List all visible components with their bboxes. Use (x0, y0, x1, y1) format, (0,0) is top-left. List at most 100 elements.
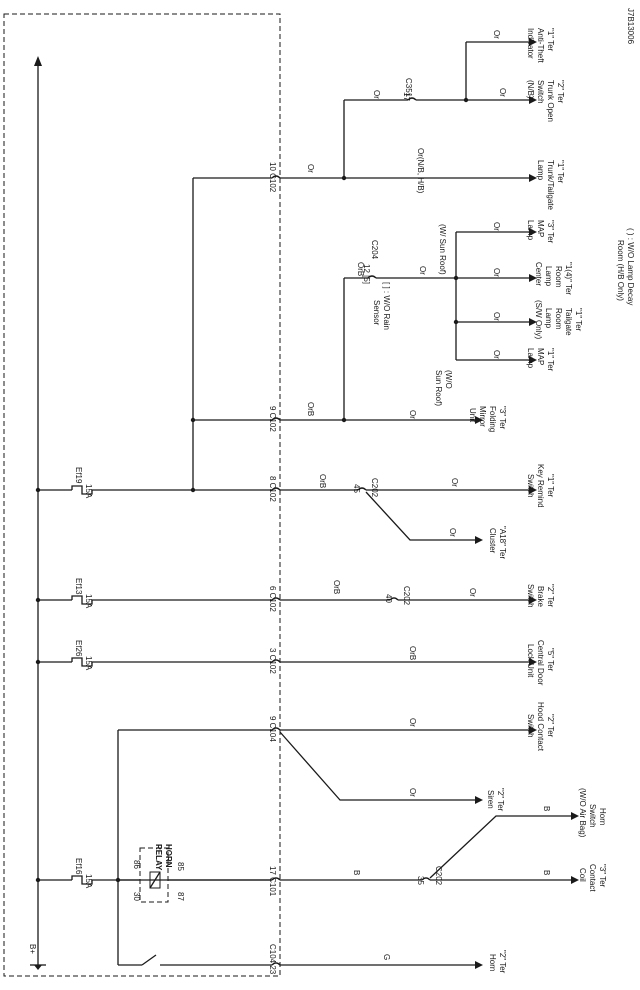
trunk-open-line-4: (N/B) (526, 80, 535, 99)
fuse-ef19: Ef19 15A (35, 467, 272, 499)
svg-text:Indicator: Indicator (526, 28, 535, 59)
svg-text:Lamp: Lamp (526, 220, 535, 241)
map-lamp-3-line-2: MAP (536, 220, 545, 237)
wire-note-wo-sun-roof-1: (W/O (444, 370, 453, 389)
wire-color-or-cluster: Or (448, 528, 457, 537)
svg-text:"1" Ter: "1" Ter (546, 348, 555, 372)
svg-text:Switch: Switch (526, 584, 535, 608)
fuse-ef16-rating: 15A (84, 874, 93, 889)
hood-contact-line-3: Switch (526, 714, 535, 738)
wire-color-or-tailgate-room: Or (492, 312, 501, 321)
fuse-box-outline (3, 13, 281, 977)
svg-text:( ) : W/O Lamp Decay: ( ) : W/O Lamp Decay (626, 228, 635, 305)
tailgate-room-line-3: Room (554, 308, 563, 330)
fuse-ef19-name: Ef19 (74, 467, 83, 484)
svg-text:(N/B): (N/B) (526, 80, 535, 99)
tailgate-room-line-4: Lamp (544, 308, 553, 329)
component-hood-contact-switch: "2" Ter Hood Contact Switch (526, 702, 555, 752)
component-cluster: "A18" Ter Cluster (488, 526, 507, 559)
component-key-remind-switch: "1" Ter Key Remind Switch (526, 464, 555, 508)
relay-pin-85: 85 (176, 862, 185, 871)
folding-mirror-line-4: Unit (468, 408, 477, 423)
wire-color-orb-c102-8: OrB (318, 474, 327, 488)
svg-text:Room: Room (554, 308, 563, 330)
fuse-ef16-name: Ef16 (74, 858, 83, 875)
map-lamp-1-line-2: MAP (536, 348, 545, 365)
connector-c104-23: C104 23 (268, 944, 277, 975)
wire-color-or-key-remind: Or (450, 478, 459, 487)
wire-color-orb-c204-feed: OrB (356, 262, 365, 276)
key-remind-line-2: Key Remind (536, 464, 545, 508)
tailgate-room-line-1: "1" Ter (574, 308, 583, 332)
ef19-feeder (190, 177, 272, 493)
wire-color-orb-c102-6: OrB (332, 580, 341, 594)
cluster-line-1: "A18" Ter (498, 526, 507, 559)
room-lamp-line-2: Room (554, 266, 563, 288)
wire-color-orb-c102-3: OrB (408, 646, 417, 660)
svg-text:Cluster: Cluster (488, 528, 497, 554)
svg-text:[ ] : W/O Rain: [ ] : W/O Rain (382, 282, 391, 330)
component-trunk-open-switch: "2" Ter Trunk Open Switch (N/B) (526, 80, 565, 122)
wire-color-or-siren: Or (408, 788, 417, 797)
svg-text:Room (H/B Only): Room (H/B Only) (616, 240, 625, 301)
svg-text:Lamp: Lamp (536, 160, 545, 181)
svg-text:"2" Ter: "2" Ter (546, 584, 555, 608)
wire-color-or-hood: Or (408, 718, 417, 727)
wire-note-wo-sun-roof-2: Sun Roof) (434, 370, 443, 406)
tailgate-room-line-2: Tailgate (564, 308, 573, 336)
wire-color-or-c102-10: Or (306, 164, 315, 173)
brake-switch-line-2: Brake (536, 586, 545, 607)
svg-text:Siren: Siren (486, 790, 495, 809)
hood-contact-line-1: "2" Ter (546, 714, 555, 738)
folding-mirror-line-3: Mirror (478, 406, 487, 427)
note-lamp-decay-1: ( ) : W/O Lamp Decay (626, 228, 635, 305)
svg-text:"5" Ter: "5" Ter (546, 648, 555, 672)
wire-color-or-room-lamp: Or (492, 268, 501, 277)
connector-c351-pin: 17 (402, 92, 411, 101)
horn-switch-line-1: Horn (598, 808, 607, 825)
circuit-c104-23: C104 23 G (268, 944, 483, 975)
svg-text:(W/O Air Bag): (W/O Air Bag) (578, 788, 587, 838)
connector-c202-45: C202 (370, 478, 379, 498)
component-siren: "2" Ter Siren (486, 788, 505, 812)
wire-color-b-horn-switch: B (542, 806, 551, 811)
map-lamp-3-line-1: "3" Ter (546, 220, 555, 244)
component-anti-theft-indicator: "1" Ter Anti-Theft Indicator (526, 28, 555, 63)
component-map-lamp-1: "1" Ter MAP Lamp (526, 348, 555, 372)
horn-relay-title-2: RELAY (154, 844, 163, 871)
key-remind-line-3: Switch (526, 474, 535, 498)
wire-color-or-folding-mirror: Or (408, 410, 417, 419)
svg-text:Anti-Theft: Anti-Theft (536, 28, 545, 63)
connector-c202-40-pin: 40 (384, 594, 393, 603)
wire-note-w-sun-roof: (W/ Sun Roof) (438, 224, 447, 275)
circuit-c102-8: 8 C102 OrB 45 C202 Or Or (268, 474, 537, 544)
wire-color-orb-c102-9: OrB (306, 402, 315, 416)
svg-text:Switch: Switch (526, 714, 535, 738)
connector-c202-35-pin: 35 (416, 876, 425, 885)
anti-theft-line-3: Indicator (526, 28, 535, 59)
trunk-open-line-3: Switch (536, 80, 545, 104)
component-map-lamp-3: "3" Ter MAP Lamp (526, 220, 555, 244)
trunk-open-line-2: Trunk Open (546, 80, 555, 122)
fuse-ef13: Ef13 15A (35, 578, 272, 609)
fuse-ef13-name: Ef13 (74, 578, 83, 595)
svg-text:Lamp: Lamp (526, 348, 535, 369)
svg-text:HORN: HORN (164, 844, 173, 868)
svg-text:Folding: Folding (488, 406, 497, 432)
svg-text:"2" Ter: "2" Ter (556, 80, 565, 104)
horn-relay-title-1: HORN (164, 844, 173, 868)
svg-text:Mirror: Mirror (478, 406, 487, 427)
note-rain-sensor-2: Sensor (372, 300, 381, 326)
fuse-ef26-rating: 15A (84, 656, 93, 671)
room-lamp-line-1: "1(4)" Ter (564, 262, 573, 295)
horn-switch-line-3: (W/O Air Bag) (578, 788, 587, 838)
contact-coil-line-3: Coil (578, 868, 587, 882)
note-rain-sensor: [ ] : W/O Rain Sensor (372, 282, 391, 330)
note-rain-sensor-1: [ ] : W/O Rain (382, 282, 391, 330)
component-brake-switch: "2" Ter Brake Switch (526, 584, 555, 608)
svg-text:Hood Contact: Hood Contact (536, 702, 545, 752)
note-lamp-decay: ( ) : W/O Lamp Decay Room (H/B Only) (616, 228, 635, 305)
svg-text:Horn: Horn (488, 954, 497, 971)
svg-text:RELAY: RELAY (154, 844, 163, 871)
horn-line-2: Horn (488, 954, 497, 971)
